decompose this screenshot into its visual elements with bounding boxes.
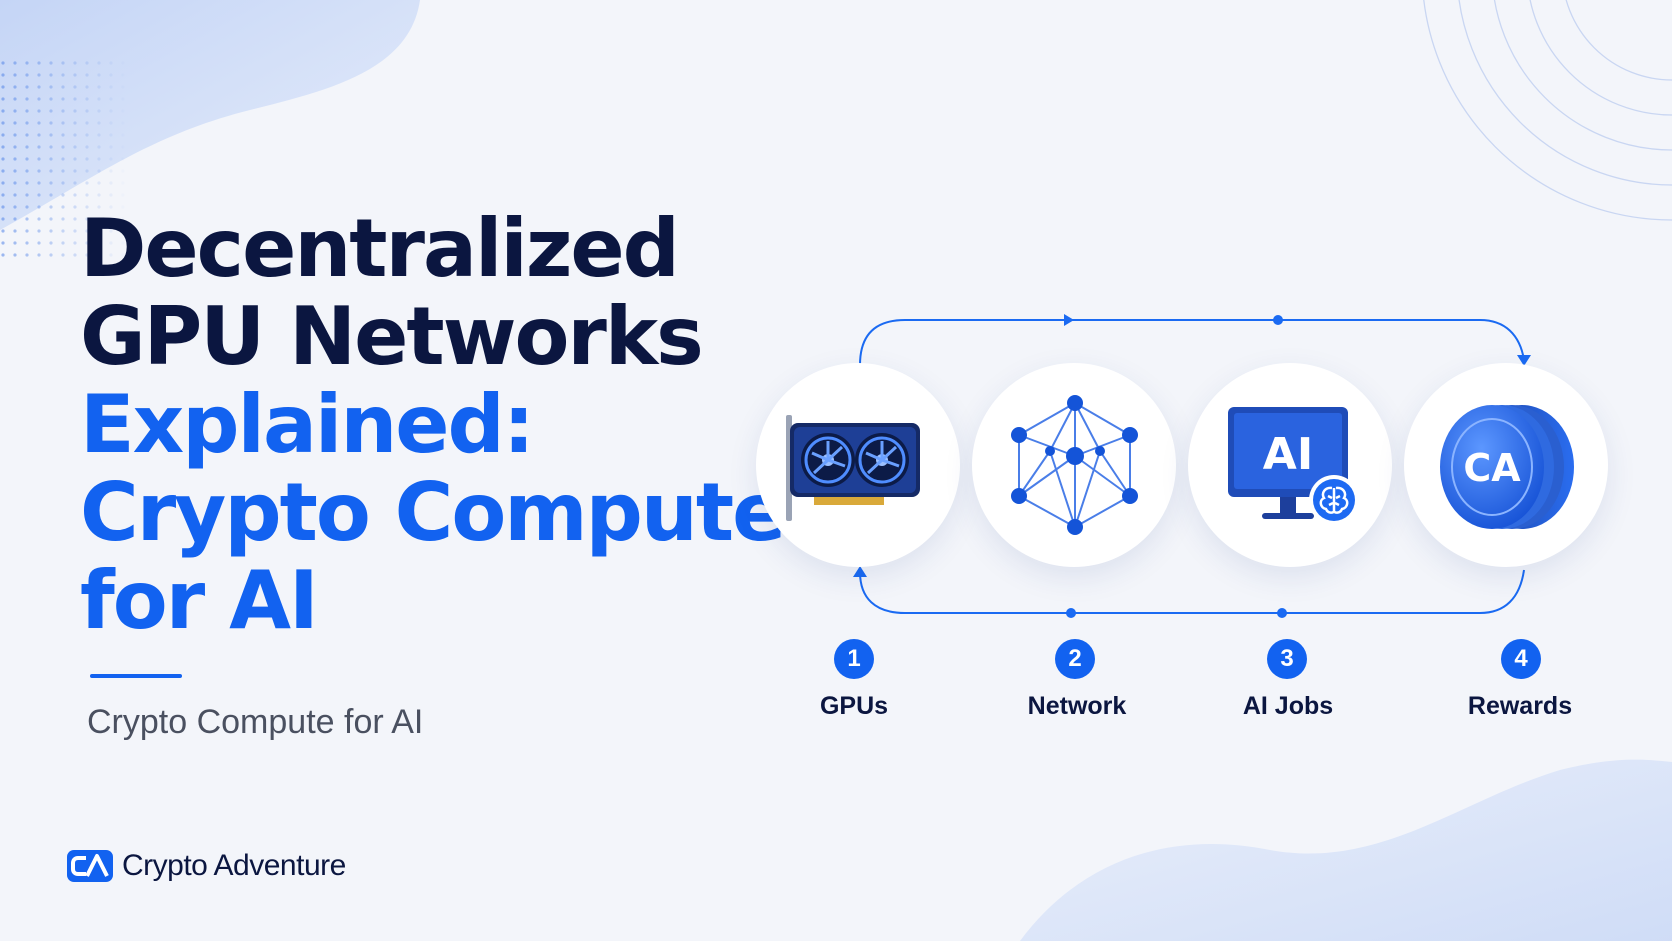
headline-line-1: Decentralized: [80, 202, 680, 295]
headline-line-5: for AI: [80, 554, 319, 647]
step-1-number: 1: [834, 639, 874, 679]
dot-grid-decoration: [0, 60, 130, 260]
brain-icon: [1319, 486, 1349, 514]
headline-underline: [90, 674, 182, 678]
step-3-label: AI Jobs: [1242, 692, 1334, 720]
crypto-adventure-logo-icon: [67, 850, 113, 882]
bottom-right-blob: [1020, 759, 1672, 941]
step-1-circle: [756, 363, 960, 567]
coin-stack-icon: CA: [1440, 405, 1574, 529]
flow-arrowheads: [853, 314, 1531, 618]
headline-line-4: Crypto Compute: [80, 466, 786, 559]
step-4-number: 4: [1501, 639, 1541, 679]
brand-name: Crypto Adventure: [122, 849, 346, 882]
step-1-label: GPUs: [819, 692, 889, 720]
step-3-number: 3: [1267, 639, 1307, 679]
headline-line-2: GPU Networks: [80, 290, 704, 383]
step-2-label: Network: [1027, 692, 1127, 720]
step-4-circle: CA: [1404, 363, 1608, 567]
headline-line-3: Explained:: [80, 378, 535, 471]
headline: Decentralized GPU Networks Explained: Cr…: [80, 202, 786, 647]
gpu-card-icon: [786, 415, 920, 521]
concentric-rings-decoration: [1423, 0, 1672, 221]
step-2-number: 2: [1055, 639, 1095, 679]
step-4-label: Rewards: [1467, 692, 1573, 720]
brand: Crypto Adventure: [66, 849, 346, 883]
subtitle: Crypto Compute for AI: [87, 703, 424, 741]
step-2-circle: [972, 363, 1176, 567]
ai-monitor-text: AI: [1263, 429, 1313, 480]
top-left-blob: [0, 0, 420, 230]
coin-logo-text: CA: [1463, 446, 1521, 490]
flow-arrows: [859, 319, 1525, 614]
ai-monitor-icon: AI: [1228, 407, 1359, 525]
step-3-circle: AI: [1188, 363, 1392, 567]
network-nodes-icon: [1011, 395, 1138, 535]
